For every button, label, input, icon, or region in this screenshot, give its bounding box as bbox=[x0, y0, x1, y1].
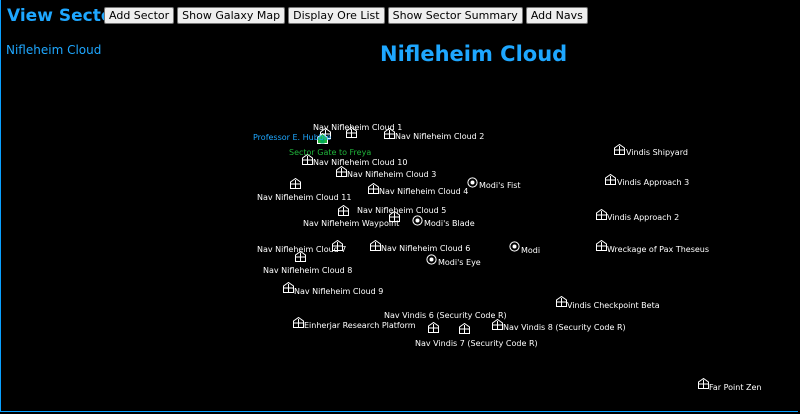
show-galaxy-map-button[interactable]: Show Galaxy Map bbox=[177, 7, 286, 24]
toolbar: Add Sector Show Galaxy Map Display Ore L… bbox=[104, 7, 588, 24]
label-wreckage-pax-theseus[interactable]: Wreckage of Pax Theseus bbox=[607, 245, 710, 254]
nav-beacon-icon[interactable] bbox=[389, 211, 400, 222]
label-professor-hubble[interactable]: Professor E. Hubble bbox=[253, 133, 332, 142]
label-nav-nifleheim-cloud-6[interactable]: Nav Nifleheim Cloud 6 bbox=[381, 244, 471, 253]
nav-beacon-icon[interactable] bbox=[346, 127, 357, 138]
nav-beacon-icon[interactable] bbox=[283, 282, 294, 293]
show-sector-summary-button[interactable]: Show Sector Summary bbox=[387, 7, 523, 24]
nav-beacon-icon[interactable] bbox=[290, 178, 301, 189]
label-nav-nifleheim-cloud-1[interactable]: Nav Nifleheim Cloud 1 bbox=[313, 123, 403, 132]
label-einherjar-research-platform[interactable]: Einherjar Research Platform bbox=[304, 321, 416, 330]
label-vindis-approach-3[interactable]: Vindis Approach 3 bbox=[617, 178, 690, 187]
label-far-point-zen[interactable]: Far Point Zen bbox=[709, 383, 762, 392]
label-vindis-approach-2[interactable]: Vindis Approach 2 bbox=[607, 213, 680, 222]
display-ore-list-button[interactable]: Display Ore List bbox=[288, 7, 385, 24]
label-nav-nifleheim-waypoint[interactable]: Nav Nifleheim Waypoint bbox=[303, 219, 400, 228]
label-nav-nifleheim-cloud-10[interactable]: Nav Nifleheim Cloud 10 bbox=[313, 158, 408, 167]
planet-icon[interactable] bbox=[426, 254, 437, 265]
planet-icon[interactable] bbox=[467, 177, 478, 188]
nav-beacon-icon[interactable] bbox=[295, 251, 306, 262]
nav-beacon-icon[interactable] bbox=[368, 183, 379, 194]
label-nav-nifleheim-cloud-9[interactable]: Nav Nifleheim Cloud 9 bbox=[294, 287, 384, 296]
sector-gate-icon[interactable] bbox=[317, 133, 328, 144]
label-nav-nifleheim-cloud-3[interactable]: Nav Nifleheim Cloud 3 bbox=[347, 170, 437, 179]
label-nav-nifleheim-cloud-8[interactable]: Nav Nifleheim Cloud 8 bbox=[263, 266, 353, 275]
label-nav-vindis-7[interactable]: Nav Vindis 7 (Security Code R) bbox=[415, 339, 538, 348]
planet-icon[interactable] bbox=[412, 215, 423, 226]
nav-beacon-icon[interactable] bbox=[556, 296, 567, 307]
sector-link[interactable]: Nifleheim Cloud bbox=[6, 43, 102, 57]
label-nav-nifleheim-cloud-11[interactable]: Nav Nifleheim Cloud 11 bbox=[257, 193, 352, 202]
label-nav-nifleheim-cloud-5[interactable]: Nav Nifleheim Cloud 5 bbox=[357, 206, 447, 215]
nav-beacon-icon[interactable] bbox=[492, 319, 503, 330]
nav-beacon-icon[interactable] bbox=[428, 322, 439, 333]
nav-beacon-icon[interactable] bbox=[293, 317, 304, 328]
add-navs-button[interactable]: Add Navs bbox=[525, 7, 588, 24]
planet-icon[interactable] bbox=[509, 241, 520, 252]
label-modi[interactable]: Modi bbox=[521, 246, 541, 255]
nav-beacon-icon[interactable] bbox=[596, 240, 607, 251]
nav-beacon-icon[interactable] bbox=[605, 174, 616, 185]
label-nav-nifleheim-cloud-2[interactable]: Nav Nifleheim Cloud 2 bbox=[395, 132, 485, 141]
sector-title: Nifleheim Cloud bbox=[380, 42, 568, 66]
nav-beacon-icon[interactable] bbox=[384, 128, 395, 139]
label-nav-nifleheim-cloud-4[interactable]: Nav Nifleheim Cloud 4 bbox=[379, 187, 469, 196]
nav-beacon-icon[interactable] bbox=[596, 209, 607, 220]
label-nav-nifleheim-cloud-7[interactable]: Nav Nifleheim Cloud 7 bbox=[257, 245, 347, 254]
nav-beacon-icon[interactable] bbox=[614, 144, 625, 155]
nav-beacon-icon[interactable] bbox=[370, 240, 381, 251]
label-modis-blade[interactable]: Modi's Blade bbox=[424, 219, 475, 228]
label-nav-vindis-6[interactable]: Nav Vindis 6 (Security Code R) bbox=[384, 311, 507, 320]
label-nav-vindis-8[interactable]: Nav Vindis 8 (Security Code R) bbox=[503, 323, 626, 332]
nav-beacon-icon[interactable] bbox=[459, 323, 470, 334]
add-sector-button[interactable]: Add Sector bbox=[104, 7, 175, 24]
nav-beacon-icon[interactable] bbox=[698, 378, 709, 389]
nav-beacon-icon[interactable] bbox=[338, 205, 349, 216]
label-modis-fist[interactable]: Modi's Fist bbox=[479, 181, 521, 190]
label-modis-eye[interactable]: Modi's Eye bbox=[438, 258, 481, 267]
label-sector-gate-freya[interactable]: Sector Gate to Freya bbox=[289, 148, 372, 157]
nav-beacon-icon[interactable] bbox=[302, 154, 313, 165]
nav-beacon-icon[interactable] bbox=[336, 166, 347, 177]
nav-beacon-icon[interactable] bbox=[332, 240, 343, 251]
page-title: View Sector bbox=[7, 6, 121, 26]
label-vindis-shipyard[interactable]: Vindis Shipyard bbox=[626, 148, 688, 157]
label-vindis-checkpoint-beta[interactable]: Vindis Checkpoint Beta bbox=[567, 301, 660, 310]
